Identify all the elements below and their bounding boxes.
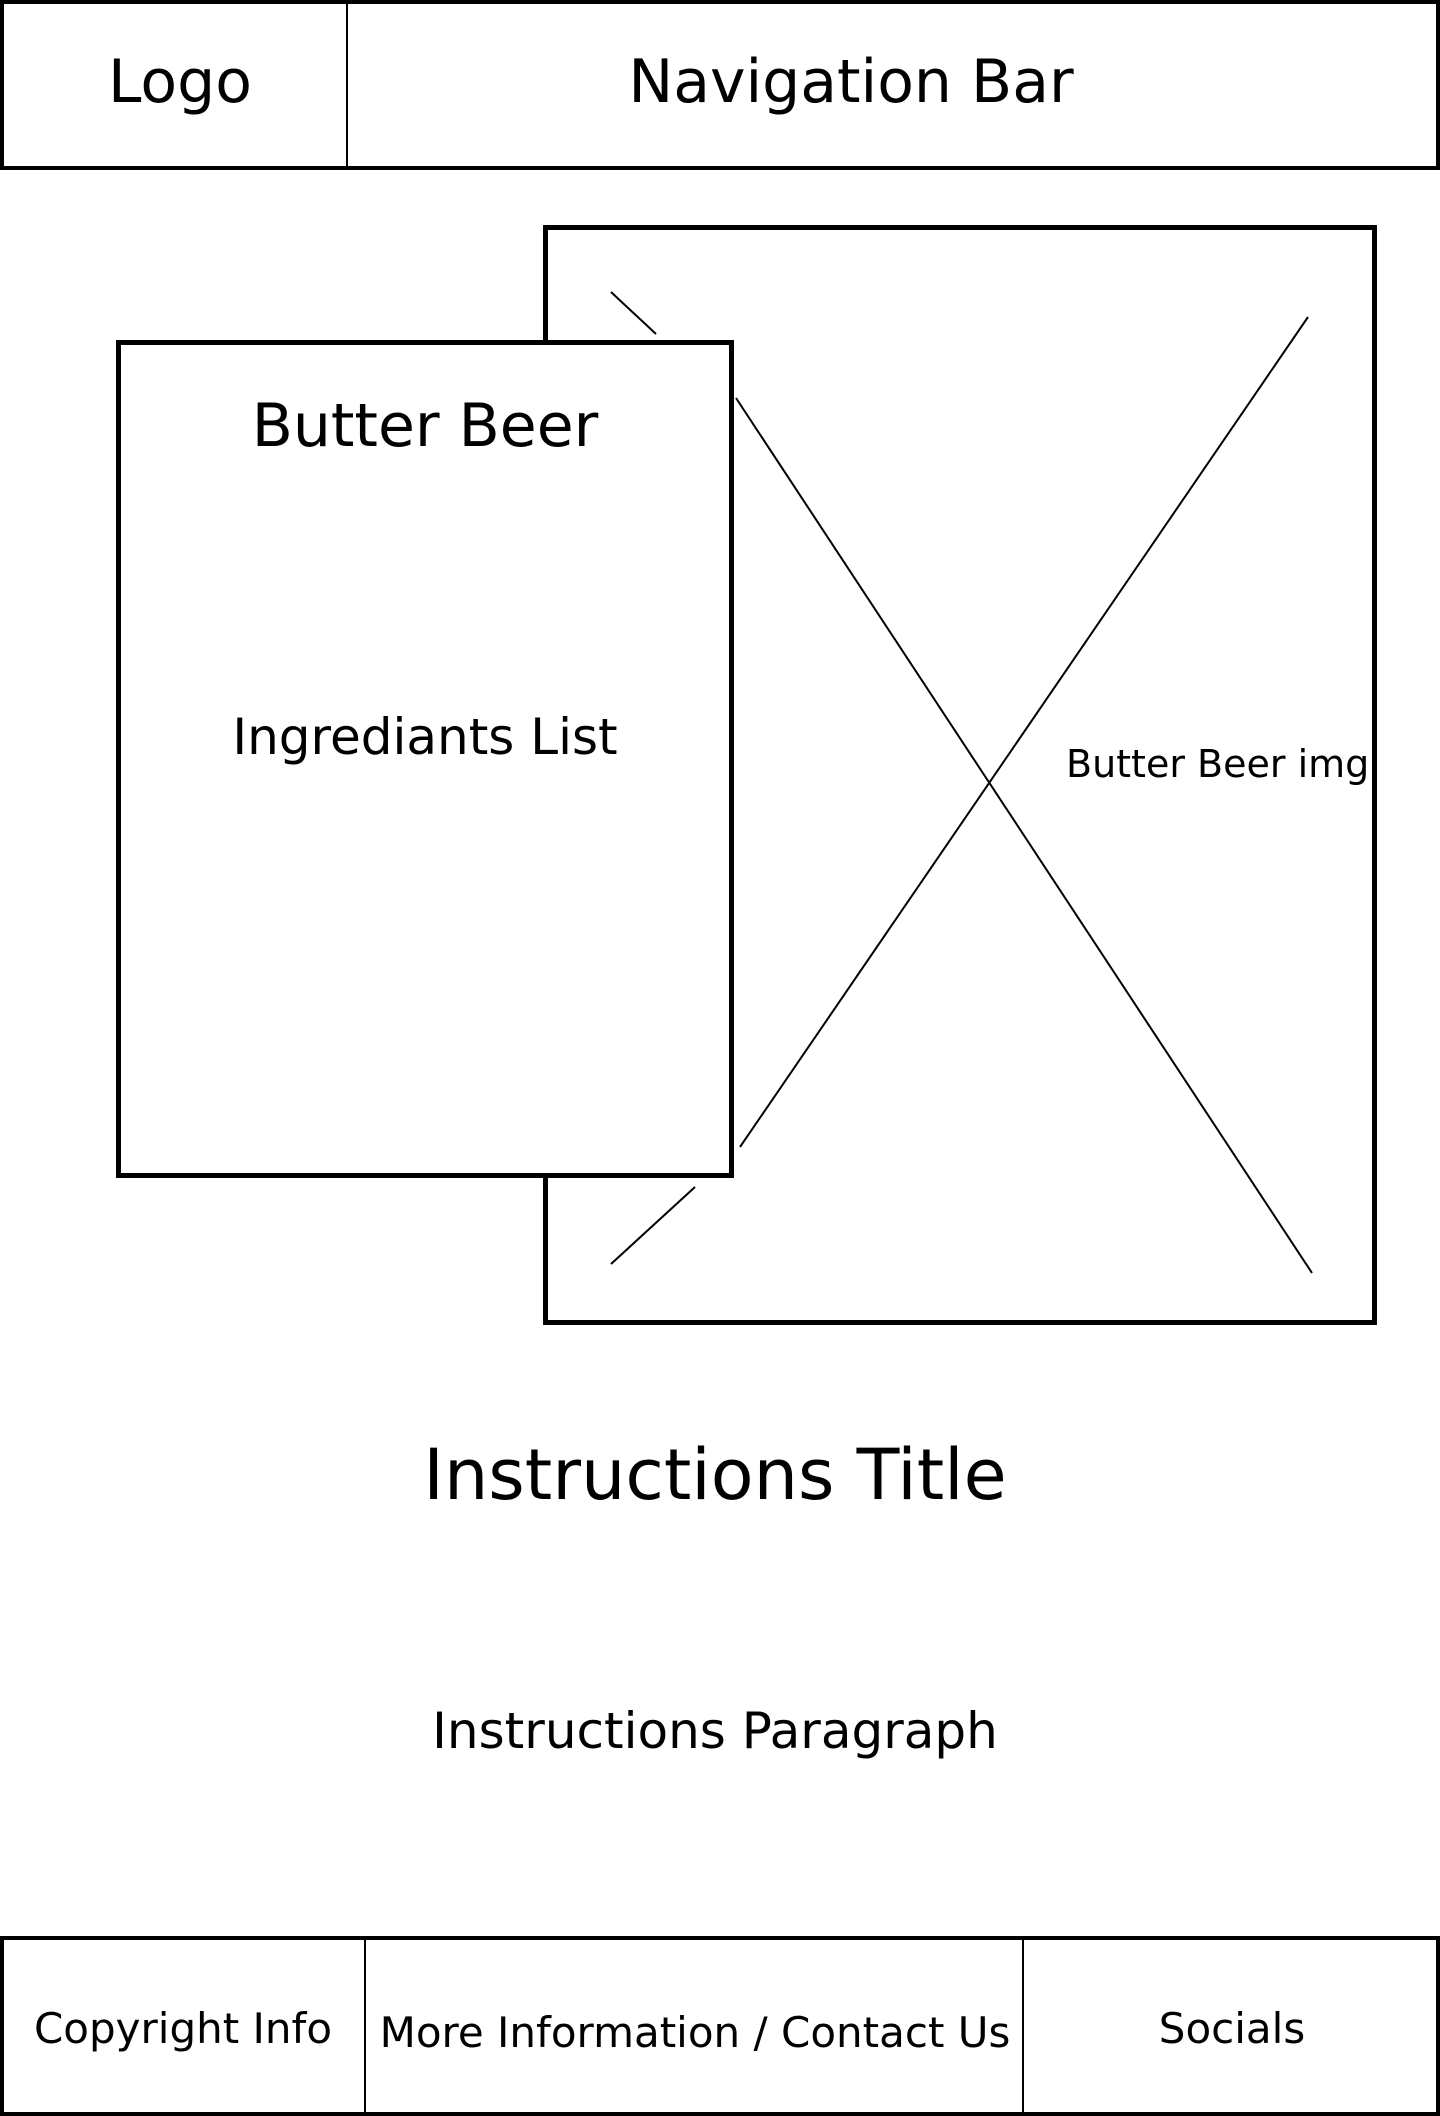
footer-copyright-cell	[0, 1936, 366, 2116]
recipe-title: Butter Beer	[251, 391, 599, 461]
more-info-contact-link[interactable]: More Information / Contact Us	[379, 2008, 1011, 2057]
footer-more-info-cell	[366, 1936, 1024, 2116]
image-placeholder-label: Butter Beer img	[1066, 742, 1370, 786]
instructions-title: Instructions Title	[423, 1434, 1007, 1516]
header-bar	[0, 0, 1440, 170]
copyright-info-label: Copyright Info	[33, 2004, 333, 2053]
recipe-card	[116, 340, 734, 1178]
instructions-paragraph: Instructions Paragraph	[432, 1702, 998, 1760]
logo-label: Logo	[108, 47, 252, 117]
ingredients-list-label: Ingrediants List	[232, 708, 618, 766]
navigation-bar-label[interactable]: Navigation Bar	[628, 47, 1074, 117]
logo-placeholder[interactable]	[0, 0, 348, 170]
socials-link[interactable]: Socials	[1158, 2004, 1306, 2053]
